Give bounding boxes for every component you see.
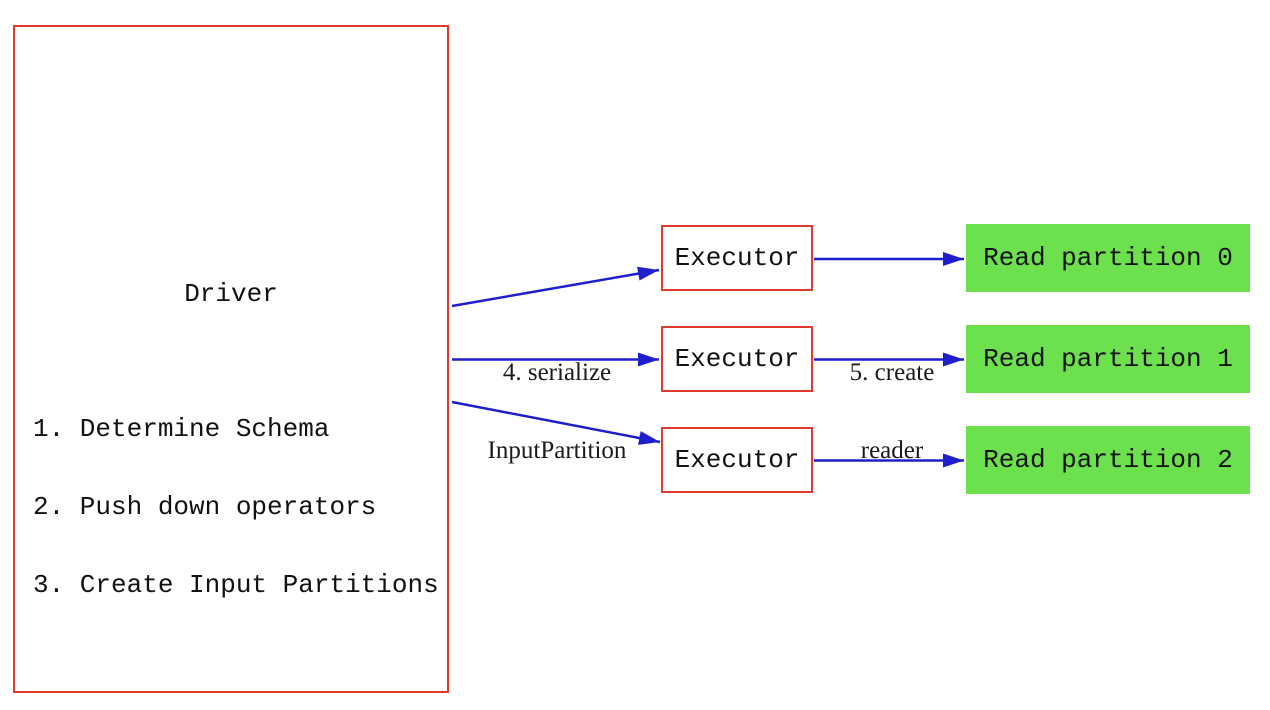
partition-label-2: Read partition 2 (983, 445, 1233, 475)
edge-label-create-reader-line2: reader (860, 437, 924, 464)
executor-label-1: Executor (674, 344, 800, 374)
partition-label-1: Read partition 1 (983, 344, 1233, 374)
edge-label-create-reader-line1: 5. create (849, 359, 935, 386)
partition-box-1: Read partition 1 (966, 325, 1250, 393)
edge-label-serialize-line2: InputPartition (487, 437, 627, 464)
driver-title: Driver (184, 279, 278, 309)
driver-step-3: 3. Create Input Partitions (33, 570, 439, 600)
partition-box-0: Read partition 0 (966, 224, 1250, 292)
driver-steps: 1. Determine Schema 2. Push down operato… (33, 364, 439, 650)
driver-to-executor-0-arrow (451, 266, 660, 308)
executor-box-1: Executor (661, 326, 813, 392)
edge-label-serialize-line1: 4. serialize (502, 359, 612, 386)
executor-box-2: Executor (661, 427, 813, 493)
driver-step-2: 2. Push down operators (33, 492, 377, 522)
driver-box: Driver 1. Determine Schema 2. Push down … (13, 25, 449, 693)
driver-step-1: 1. Determine Schema (33, 414, 330, 444)
executor-label-0: Executor (674, 243, 800, 273)
partition-box-2: Read partition 2 (966, 426, 1250, 494)
executor-box-0: Executor (661, 225, 813, 291)
edge-label-create-reader: 5. create reader (816, 308, 968, 516)
edge-label-serialize: 4. serialize InputPartition (451, 308, 663, 516)
partition-label-0: Read partition 0 (983, 243, 1233, 273)
executor-label-2: Executor (674, 445, 800, 475)
